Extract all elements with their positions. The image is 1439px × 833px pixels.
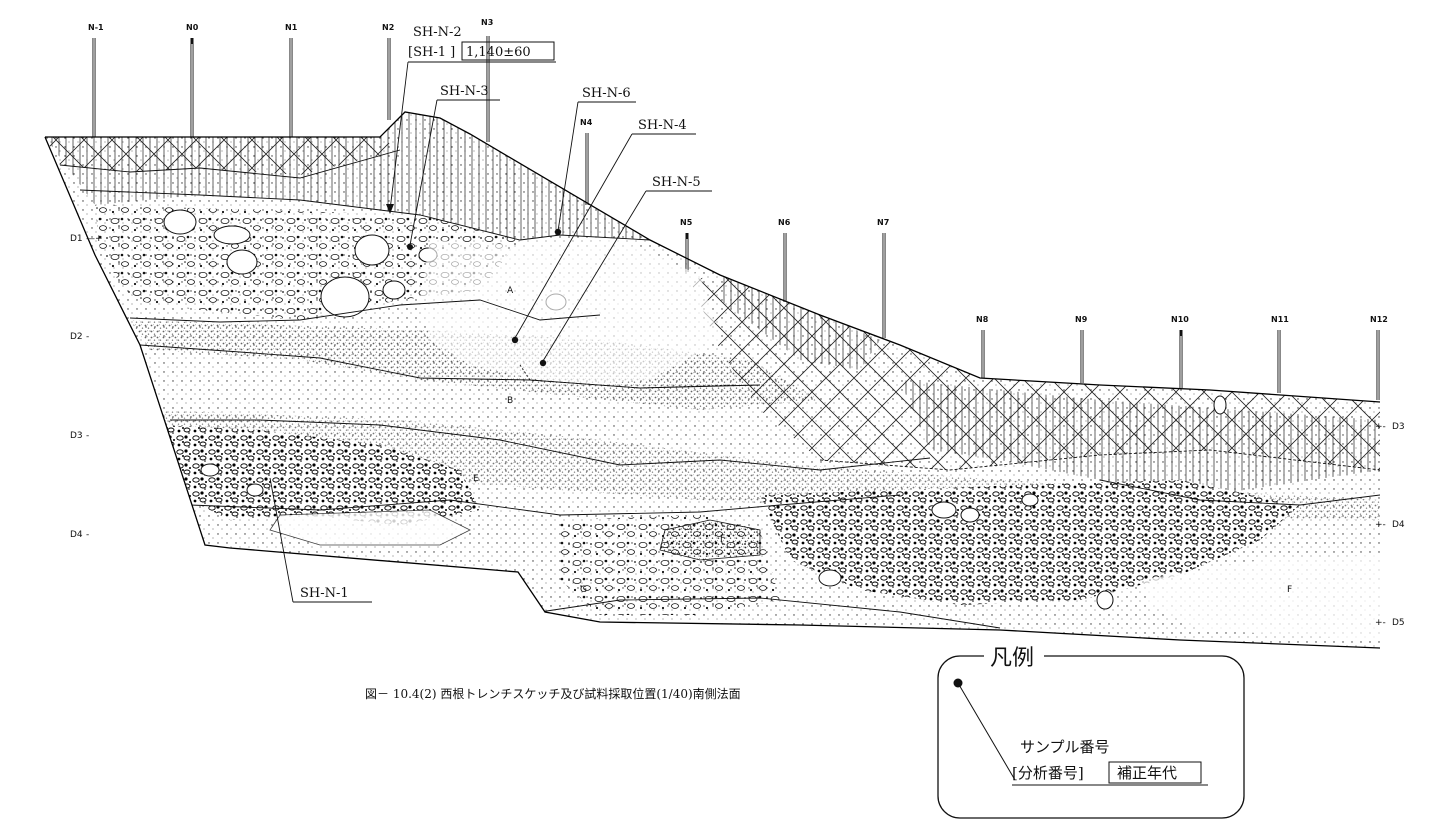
zone-label: F bbox=[1287, 585, 1292, 595]
stake-label: N-1 bbox=[88, 23, 104, 32]
stake: N2 bbox=[382, 23, 394, 120]
stake: N4 bbox=[580, 118, 593, 205]
sample-sh-n-1: SH-N-1 bbox=[269, 477, 372, 603]
sample-sh-n-3: SH-N-3 bbox=[407, 84, 500, 250]
stake: N0 bbox=[186, 23, 199, 137]
survey-stakes: N-1 N0 N1 N2 N3 N4 N5 N6 bbox=[88, 18, 1388, 400]
sample-label: SH-N-5 bbox=[652, 175, 701, 190]
stake-label: N10 bbox=[1171, 315, 1189, 324]
svg-text:—+: —+ bbox=[86, 234, 103, 244]
stake-label: N7 bbox=[877, 218, 889, 227]
zone-label: A bbox=[507, 286, 514, 296]
stake: N1 bbox=[285, 23, 298, 137]
svg-text:-: - bbox=[86, 530, 89, 540]
stake-label: N12 bbox=[1370, 315, 1388, 324]
stake-label: N4 bbox=[580, 118, 593, 127]
sample-sh-n-6: SH-N-6 bbox=[554, 86, 636, 236]
legend-analysis-number: [分析番号] bbox=[1012, 764, 1084, 782]
stake-label: N9 bbox=[1075, 315, 1088, 324]
sample-locations: SH-N-2 [SH-1 ] 1,140±60 SH-N-3 SH-N-6 SH… bbox=[269, 25, 712, 603]
sample-sh-n-2: SH-N-2 [SH-1 ] 1,140±60 bbox=[386, 25, 556, 214]
stake: N7 bbox=[877, 218, 889, 338]
sample-label: SH-N-1 bbox=[300, 586, 349, 601]
depth-marker: D5 bbox=[1392, 618, 1405, 628]
stake: N9 bbox=[1075, 315, 1088, 383]
legend: 凡例 サンプル番号 [分析番号] 補正年代 bbox=[937, 642, 1245, 819]
stake-label: N11 bbox=[1271, 315, 1289, 324]
zone-labels: A B E F G F bbox=[473, 286, 1292, 595]
stake-label: N3 bbox=[481, 18, 493, 27]
stake-label: N8 bbox=[976, 315, 989, 324]
legend-title: 凡例 bbox=[990, 646, 1034, 671]
svg-text:-: - bbox=[86, 431, 89, 441]
sample-label: SH-N-6 bbox=[582, 86, 631, 101]
depth-marker: D4 bbox=[1392, 520, 1405, 530]
legend-sample-number: サンプル番号 bbox=[1020, 738, 1110, 756]
stake-label: N1 bbox=[285, 23, 298, 32]
stake-label: N6 bbox=[778, 218, 791, 227]
svg-text:+-: +- bbox=[1375, 520, 1386, 530]
analysis-number: [SH-1 ] bbox=[408, 45, 455, 60]
zone-label: F bbox=[720, 534, 725, 544]
stake: N10 bbox=[1171, 315, 1189, 388]
stake: N-1 bbox=[88, 23, 104, 137]
sample-label: SH-N-4 bbox=[638, 118, 687, 133]
sample-label: SH-N-2 bbox=[413, 25, 462, 40]
sample-sh-n-5: SH-N-5 bbox=[539, 175, 712, 367]
legend-corrected-age: 補正年代 bbox=[1117, 764, 1177, 782]
stake: N8 bbox=[976, 315, 989, 378]
stake: N11 bbox=[1271, 315, 1289, 393]
stake-label: N0 bbox=[186, 23, 199, 32]
stake: N12 bbox=[1370, 315, 1388, 400]
stake-label: N5 bbox=[680, 218, 693, 227]
depth-marker: D2 bbox=[70, 332, 83, 342]
figure-caption: 図－ 10.4(2) 西根トレンチスケッチ及び試料採取位置(1/40)南側法面 bbox=[365, 686, 741, 701]
depth-marker: D3 bbox=[70, 431, 83, 441]
stake: N3 bbox=[481, 18, 493, 142]
depth-markers: D1 —+ D2 - D3 - D4 - +- D3 +- D4 +- D5 bbox=[70, 234, 1405, 628]
stake-label: N2 bbox=[382, 23, 394, 32]
svg-text:+-: +- bbox=[1375, 618, 1386, 628]
svg-text:+-: +- bbox=[1375, 422, 1386, 432]
svg-text:-: - bbox=[86, 332, 89, 342]
depth-marker: D3 bbox=[1392, 422, 1405, 432]
depth-marker: D1 bbox=[70, 234, 83, 244]
sample-label: SH-N-3 bbox=[440, 84, 489, 99]
stake: N6 bbox=[778, 218, 791, 302]
corrected-age: 1,140±60 bbox=[466, 45, 531, 60]
zone-label: G bbox=[580, 585, 587, 595]
zone-label: B bbox=[507, 396, 513, 406]
depth-marker: D4 bbox=[70, 530, 83, 540]
sample-sh-n-4: SH-N-4 bbox=[511, 118, 696, 344]
trench-section bbox=[44, 111, 1381, 649]
zone-label: E bbox=[473, 474, 479, 484]
